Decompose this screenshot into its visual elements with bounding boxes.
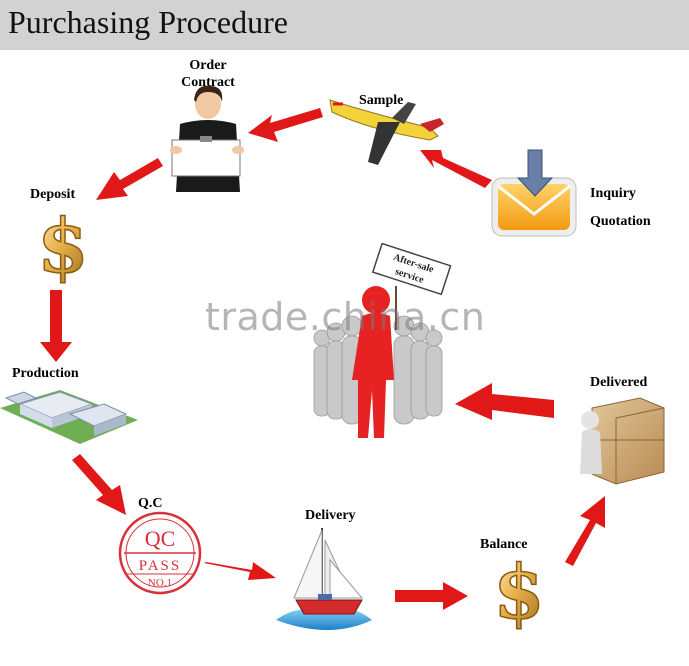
arrow-delivery-to-balance <box>395 582 468 610</box>
arrow-sample-to-order <box>248 108 323 142</box>
label-production: Production <box>12 366 79 381</box>
arrow-qc-to-delivery <box>204 562 276 580</box>
label-order-line1: Order <box>189 58 227 73</box>
label-balance: Balance <box>480 537 528 552</box>
arrow-delivered-to-aftersale <box>455 383 554 420</box>
envelope-icon <box>491 149 577 237</box>
dollar-icon-balance: $ <box>493 549 546 637</box>
label-qc: Q.C <box>138 496 163 511</box>
delivered-boxes-icon <box>580 397 665 485</box>
label-inquiry: Inquiry <box>590 186 636 201</box>
qc-stamp-pass: PASS <box>139 558 181 574</box>
label-delivery: Delivery <box>305 508 356 523</box>
label-quotation: Quotation <box>590 214 651 229</box>
svg-text:$: $ <box>493 550 545 636</box>
sailboat-icon <box>276 528 372 630</box>
businesswoman-icon <box>170 85 244 192</box>
label-delivered: Delivered <box>590 375 648 390</box>
svg-text:$: $ <box>37 204 89 290</box>
arrow-production-to-qc <box>72 454 126 515</box>
label-deposit: Deposit <box>30 187 76 202</box>
label-sample: Sample <box>359 93 404 108</box>
after-sale-crowd-icon: After-sale service <box>313 242 452 438</box>
page-title: Purchasing Procedure <box>8 4 288 40</box>
qc-stamp-title: QC <box>145 526 176 551</box>
arrow-balance-to-delivered <box>565 496 605 566</box>
watermark: trade.china.cn <box>205 295 486 339</box>
factory-icon <box>0 390 138 444</box>
arrow-inquiry-to-sample <box>420 150 492 188</box>
qc-stamp-number: NO.1 <box>148 577 172 589</box>
flow-arrows <box>40 108 605 610</box>
label-order-contract: Order Contract <box>170 57 246 91</box>
arrow-order-to-deposit <box>96 158 163 200</box>
arrow-deposit-to-production <box>40 290 72 362</box>
label-order-line2: Contract <box>181 75 235 90</box>
dollar-icon-deposit: $ <box>37 203 90 291</box>
header-bar: Purchasing Procedure <box>0 0 689 50</box>
airplane-icon <box>329 99 444 165</box>
qc-stamp-icon: QC PASS NO.1 <box>118 511 202 595</box>
